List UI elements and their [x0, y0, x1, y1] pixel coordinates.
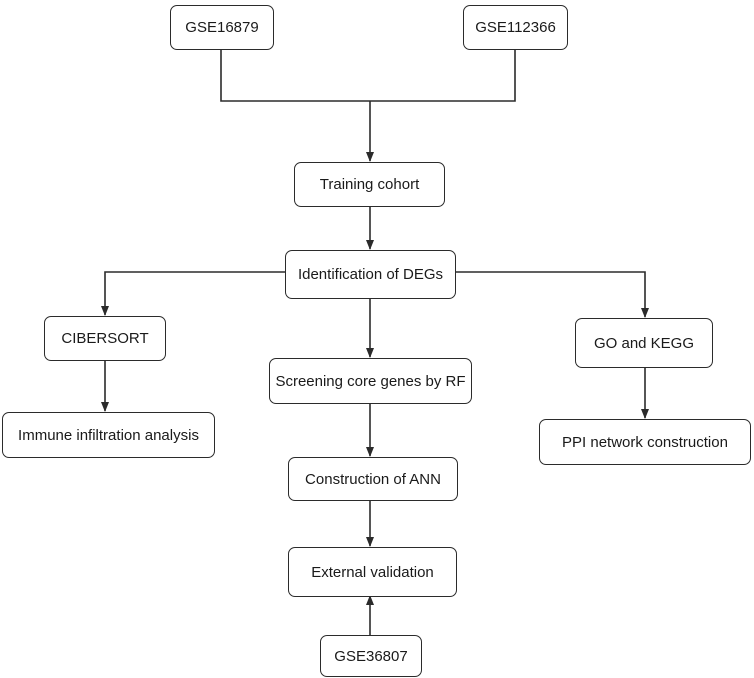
node-label: GSE36807: [334, 647, 408, 665]
node-construction-of-ann: Construction of ANN: [288, 457, 458, 501]
node-gse16879: GSE16879: [170, 5, 274, 50]
node-label: GO and KEGG: [593, 334, 695, 352]
node-identification-of-degs: Identification of DEGs: [285, 250, 456, 299]
edge-identification-degs-to-go-kegg: [455, 271, 649, 318]
node-label: Construction of ANN: [305, 470, 441, 488]
node-label: GSE16879: [185, 19, 259, 36]
node-label: Screening core genes by RF: [275, 372, 466, 390]
node-ppi-network-construction: PPI network construction: [539, 419, 751, 465]
node-go-and-kegg: GO and KEGG: [575, 318, 713, 368]
node-label: Identification of DEGs: [297, 266, 444, 283]
node-label: PPI network construction: [562, 433, 728, 451]
edge-gse112366-to-training-cohort: [370, 49, 516, 102]
node-immune-infiltration-analysis: Immune infiltration analysis: [2, 412, 215, 458]
node-label: External validation: [311, 563, 434, 581]
node-label: GSE112366: [475, 19, 556, 36]
node-label: Training cohort: [319, 176, 420, 193]
edge-identification-degs-to-cibersort: [101, 271, 285, 316]
node-training-cohort: Training cohort: [294, 162, 445, 207]
node-label: CIBERSORT: [61, 330, 149, 347]
node-external-validation: External validation: [288, 547, 457, 597]
node-screening-core-genes-by-rf: Screening core genes by RF: [269, 358, 472, 404]
node-cibersort: CIBERSORT: [44, 316, 166, 361]
node-gse112366: GSE112366: [463, 5, 568, 50]
node-gse36807: GSE36807: [320, 635, 422, 677]
edge-gse16879-to-training-cohort: [220, 49, 370, 102]
node-label: Immune infiltration analysis: [18, 426, 199, 444]
